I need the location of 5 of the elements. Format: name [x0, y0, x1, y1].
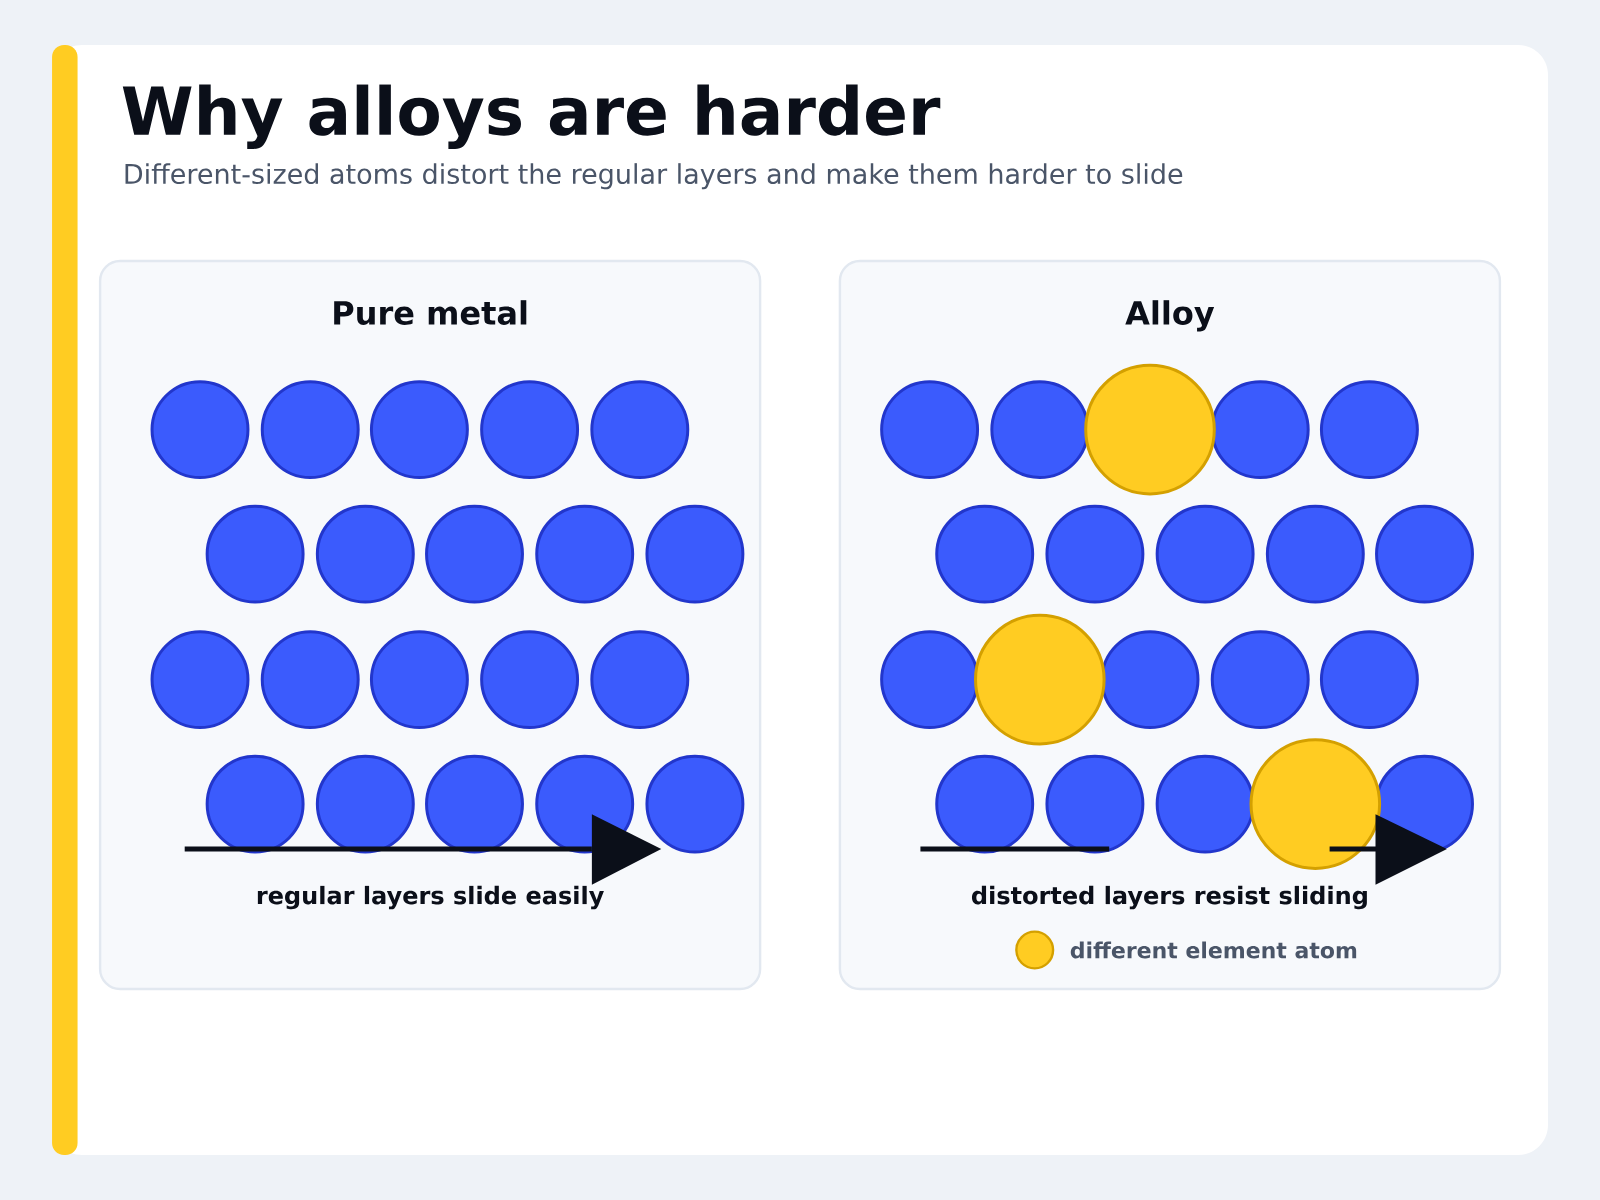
legend-label: different element atom: [1070, 941, 1357, 959]
panel-caption: regular layers slide easily: [257, 885, 604, 910]
title: Why alloys are harder: [122, 84, 941, 149]
subtitle: Different-sized atoms distort the regular layers and make them harder to slide: [125, 163, 1183, 190]
panel-caption: distorted layers resist sliding: [971, 885, 1367, 910]
